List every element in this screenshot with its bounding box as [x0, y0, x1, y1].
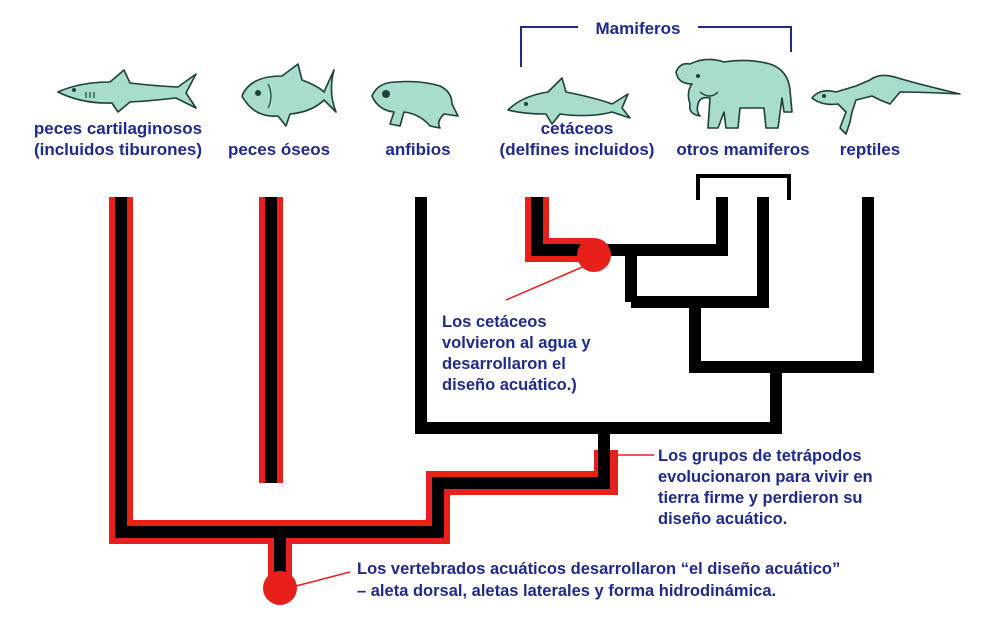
label-reptiles: reptiles: [840, 140, 900, 159]
lizard-icon: [811, 74, 961, 135]
note-tetrapods: Los grupos de tetrápodos evolucionaron p…: [658, 447, 873, 528]
tuna-icon: [241, 63, 337, 127]
leader-cetaceans: [505, 261, 595, 301]
taxon-labels: peces cartilaginosos (incluidos tiburone…: [34, 119, 900, 159]
note-vertebrates: Los vertebrados acuáticos desarrollaron …: [357, 560, 840, 600]
mammals-header: Mamiferos: [595, 19, 680, 38]
note-cetaceans-line4: diseño acuático.): [442, 376, 577, 394]
label-amphibians: anfibios: [385, 140, 450, 159]
frog-icon: [371, 80, 459, 129]
label-other-mammals: otros mamiferos: [676, 140, 809, 159]
note-cetaceans-line3: desarrollaron el: [442, 355, 566, 373]
shark-icon: [57, 69, 197, 113]
note-cetaceans-line2: volvieron al agua y: [442, 334, 591, 352]
cetacean-return-marker: [577, 238, 611, 272]
label-bony-fish: peces óseos: [228, 140, 330, 159]
vertebrate-origin-marker: [263, 571, 297, 605]
elephant-icon: [675, 58, 793, 129]
note-tetrapods-line3: tierra firme y perdieron su: [658, 489, 863, 507]
note-vertebrates-line2: – aleta dorsal, aletas laterales y forma…: [357, 582, 776, 600]
note-tetrapods-line1: Los grupos de tetrápodos: [658, 447, 862, 465]
note-tetrapods-line2: evolucionaron para vivir en: [658, 468, 873, 486]
label-sharks-line1: peces cartilaginosos: [34, 119, 202, 138]
leader-vertebrates: [295, 571, 351, 587]
note-vertebrates-line1: Los vertebrados acuáticos desarrollaron …: [357, 560, 840, 578]
mammals-bracket: Mamiferos: [520, 19, 792, 67]
dolphin-icon: [507, 77, 631, 125]
mammal-subgroup-bracket: [696, 174, 791, 200]
note-cetaceans: Los cetáceos volvieron al agua y desarro…: [442, 313, 591, 394]
note-cetaceans-line1: Los cetáceos: [442, 313, 547, 331]
label-sharks-line2: (incluidos tiburones): [34, 140, 202, 159]
note-tetrapods-line4: diseño acuático.: [658, 510, 787, 528]
label-cetaceans-line2: (delfines incluidos): [500, 140, 655, 159]
label-cetaceans-line1: cetáceos: [541, 119, 614, 138]
